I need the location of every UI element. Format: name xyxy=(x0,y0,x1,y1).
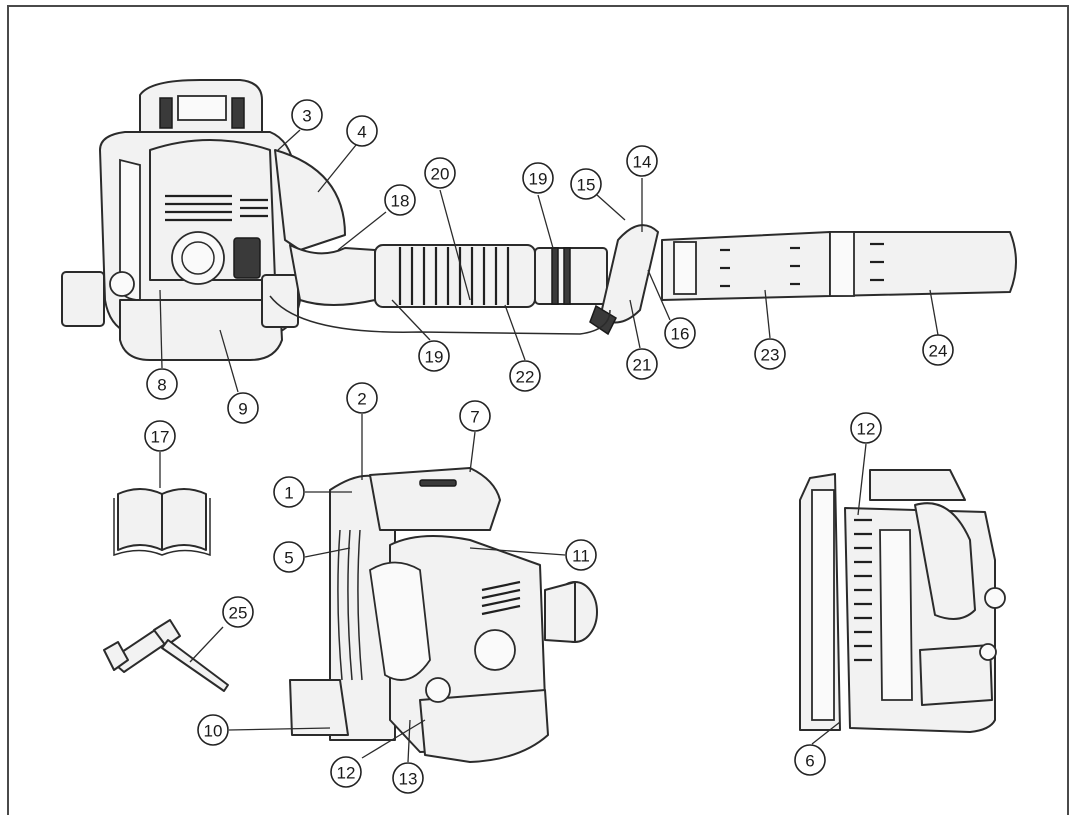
svg-text:24: 24 xyxy=(929,342,948,361)
callout-11: 11 xyxy=(565,539,597,571)
svg-text:25: 25 xyxy=(229,604,248,623)
callout-5: 5 xyxy=(273,541,305,573)
callout-19-bottom: 19 xyxy=(418,340,450,372)
blower-isometric-view xyxy=(289,467,598,763)
back-padding xyxy=(337,529,363,681)
svg-text:5: 5 xyxy=(284,549,293,568)
svg-text:12: 12 xyxy=(857,420,876,439)
callout-15: 15 xyxy=(570,168,602,200)
callout-20: 20 xyxy=(424,157,456,189)
svg-text:19: 19 xyxy=(425,348,444,367)
svg-text:11: 11 xyxy=(572,547,590,566)
svg-text:17: 17 xyxy=(151,428,170,447)
diagram-frame xyxy=(7,5,1069,815)
callout-1: 1 xyxy=(273,476,305,508)
svg-text:22: 22 xyxy=(516,368,535,387)
svg-text:14: 14 xyxy=(633,153,652,172)
callout-9: 9 xyxy=(227,392,259,424)
callout-18: 18 xyxy=(384,184,416,216)
leader-lines xyxy=(159,129,939,763)
svg-text:3: 3 xyxy=(302,107,311,126)
blower-top-view xyxy=(61,79,1017,361)
callout-7: 7 xyxy=(459,400,491,432)
svg-text:20: 20 xyxy=(431,165,450,184)
svg-text:10: 10 xyxy=(204,722,223,741)
svg-text:16: 16 xyxy=(671,325,690,344)
bellows-ridges xyxy=(398,247,510,305)
callout-25: 25 xyxy=(222,596,254,628)
callout-12-middle: 12 xyxy=(330,756,362,788)
svg-text:12: 12 xyxy=(337,764,356,783)
callout-23: 23 xyxy=(754,338,786,370)
callout-6: 6 xyxy=(794,744,826,776)
svg-text:7: 7 xyxy=(470,408,479,427)
side-fins xyxy=(854,518,872,662)
svg-text:1: 1 xyxy=(284,484,293,503)
svg-text:4: 4 xyxy=(357,123,366,142)
cylinder-fins xyxy=(165,194,268,222)
callout-24: 24 xyxy=(922,334,954,366)
callout-21: 21 xyxy=(626,348,658,380)
callout-12-right: 12 xyxy=(850,412,882,444)
callout-16: 16 xyxy=(664,317,696,349)
svg-text:6: 6 xyxy=(805,752,814,771)
callout-14: 14 xyxy=(626,145,658,177)
svg-text:23: 23 xyxy=(761,346,780,365)
nozzle-slots xyxy=(720,242,884,288)
callout-8: 8 xyxy=(146,368,178,400)
callout-4: 4 xyxy=(346,115,378,147)
book-icon xyxy=(113,488,211,557)
svg-text:21: 21 xyxy=(633,356,652,375)
wrench-icon xyxy=(103,619,229,692)
blower-side-view xyxy=(799,469,1006,733)
callout-19-top: 19 xyxy=(522,162,554,194)
callout-22: 22 xyxy=(509,360,541,392)
callout-13: 13 xyxy=(392,762,424,794)
svg-text:15: 15 xyxy=(577,176,596,195)
svg-text:8: 8 xyxy=(157,376,166,395)
svg-text:19: 19 xyxy=(529,170,548,189)
svg-text:13: 13 xyxy=(399,770,418,789)
svg-text:18: 18 xyxy=(391,192,410,211)
callout-2: 2 xyxy=(346,382,378,414)
svg-text:2: 2 xyxy=(357,390,366,409)
callout-17: 17 xyxy=(144,420,176,452)
callout-3: 3 xyxy=(291,99,323,131)
engine-fins xyxy=(481,580,521,616)
svg-text:9: 9 xyxy=(238,400,247,419)
callout-10: 10 xyxy=(197,714,229,746)
